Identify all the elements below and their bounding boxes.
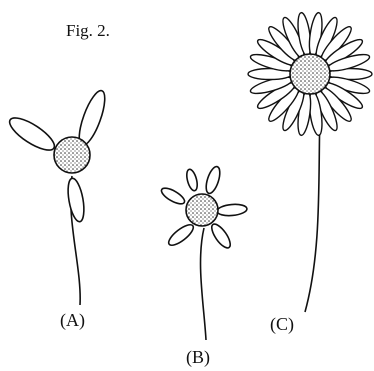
flower-a	[5, 88, 110, 305]
center-a	[54, 137, 90, 173]
center-c	[290, 54, 330, 94]
flower-c	[248, 12, 372, 312]
stem-c	[305, 112, 320, 312]
stem-b	[201, 228, 206, 340]
figure-title: Fig. 2.	[66, 22, 110, 39]
label-a: (A)	[60, 311, 85, 329]
label-b: (B)	[186, 348, 210, 366]
flower-b	[159, 165, 247, 340]
label-c: (C)	[270, 315, 294, 333]
center-b	[186, 194, 218, 226]
